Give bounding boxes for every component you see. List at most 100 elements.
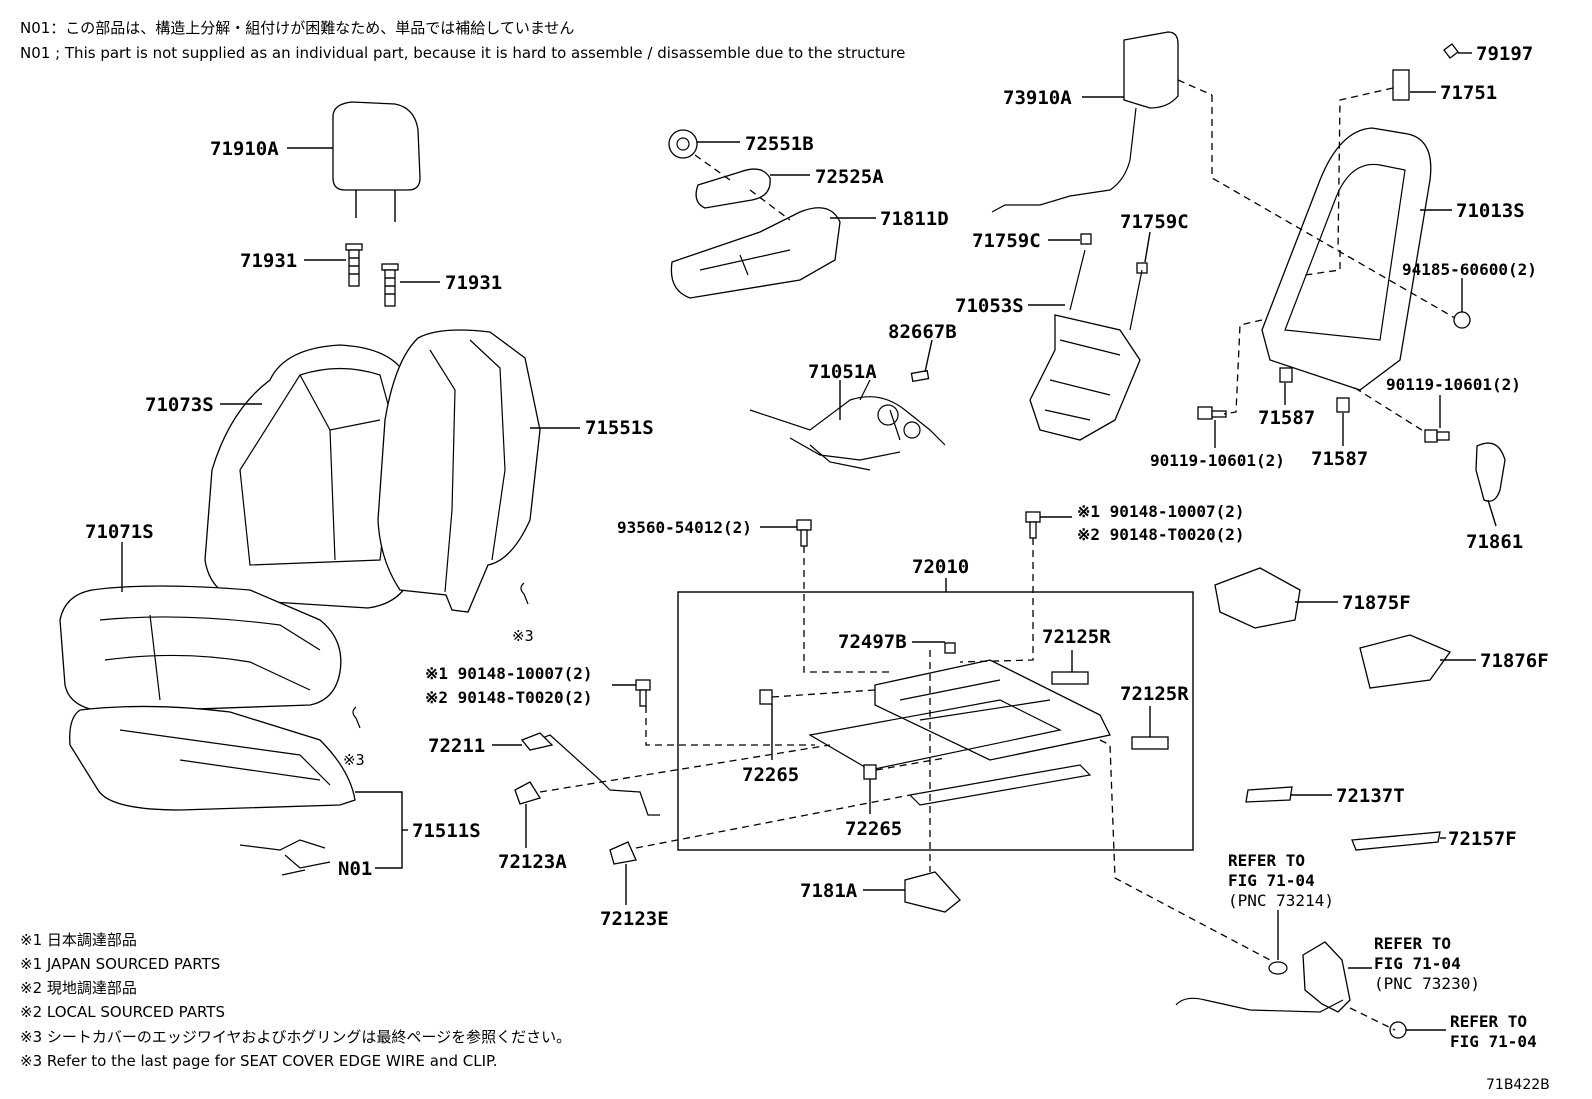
label-72125r-a: 72125R <box>1042 626 1111 648</box>
label-94185: 94185-60600(2) <box>1402 260 1537 279</box>
label-71051a: 71051A <box>808 361 877 383</box>
label-71071s: 71071S <box>85 521 154 543</box>
label-72157f: 72157F <box>1448 828 1517 850</box>
label-72551b: 72551B <box>745 133 814 155</box>
leader-lines <box>121 52 1497 1031</box>
label-72211: 72211 <box>428 735 485 757</box>
label-n01: N01 <box>338 858 372 880</box>
label-71053s: 71053S <box>955 295 1024 317</box>
label-72010: 72010 <box>912 556 969 578</box>
label-71811d: 71811D <box>880 208 949 230</box>
assembly-dashed-lines <box>539 79 1456 1031</box>
refer-2-line-1: REFER TO <box>1374 934 1451 953</box>
label-71910a: 71910A <box>210 138 279 160</box>
legend-line-1: ※1 日本調達部品 <box>20 931 137 949</box>
refer-2-line-3: (PNC 73230) <box>1374 974 1480 993</box>
headrest-drawing <box>332 101 421 222</box>
legend-line-5: ※3 シートカバーのエッジワイヤおよびホグリングは最終ページを参照ください。 <box>20 1028 572 1046</box>
airbag-73910a-drawing <box>991 31 1179 213</box>
label-71875f: 71875F <box>1342 592 1411 614</box>
note-n01-english: N01 ; This part is not supplied as an in… <box>20 44 906 62</box>
bracket-71751-drawing <box>1392 69 1410 101</box>
label-71587-b: 71587 <box>1311 448 1368 470</box>
label-71587-a: 71587 <box>1258 407 1315 429</box>
legend-line-2: ※1 JAPAN SOURCED PARTS <box>20 955 221 973</box>
label-72265-a: 72265 <box>742 764 799 786</box>
label-71861: 71861 <box>1466 531 1523 553</box>
label-71876f: 71876F <box>1480 650 1549 672</box>
label-72125r-b: 72125R <box>1120 683 1189 705</box>
refer-3-line-2: FIG 71-04 <box>1450 1032 1537 1051</box>
clip-mark-a <box>520 582 529 605</box>
cover-71875f-drawing <box>1214 567 1301 629</box>
label-79197: 79197 <box>1476 43 1533 65</box>
refer-1-line-1: REFER TO <box>1228 851 1305 870</box>
clip-mark-b <box>352 706 361 729</box>
note-n01-japanese: N01：この部品は、構造上分解・組付けが困難なため、単品では補給していません <box>20 19 575 37</box>
clip-note-a: ※3 <box>512 627 534 645</box>
harness-71051a-drawing <box>749 379 946 471</box>
label-90119-a: 90119-10601(2) <box>1386 375 1521 394</box>
clip-72123e-drawing <box>609 841 637 865</box>
harness-n01-drawing <box>239 839 331 876</box>
label-71759c-b: 71759C <box>1120 211 1189 233</box>
label-71751: 71751 <box>1440 82 1497 104</box>
label-72525a: 72525A <box>815 166 884 188</box>
track-assembly-box <box>677 591 1194 851</box>
label-71931-a: 71931 <box>240 250 297 272</box>
label-90119-b: 90119-10601(2) <box>1150 451 1285 470</box>
label-82667b: 82667B <box>888 321 957 343</box>
part-labels: 71910A 71931 71931 71073S 71551S 71071S … <box>85 43 1549 1051</box>
bolt-71931-drawing <box>345 243 399 307</box>
label-90148-left-1: ※1 90148-10007(2) <box>425 664 593 683</box>
label-71073s: 71073S <box>145 394 214 416</box>
clips-71759c-drawing <box>1080 233 1148 274</box>
refer-1-line-3: (PNC 73214) <box>1228 891 1334 910</box>
label-71551s: 71551S <box>585 417 654 439</box>
belt-buckle-drawing <box>1175 941 1407 1039</box>
lever-72525a-drawing <box>695 168 771 209</box>
label-71759c-a: 71759C <box>972 230 1041 252</box>
clip-82667b-drawing <box>910 369 930 383</box>
seatback-pad-drawing <box>377 329 541 613</box>
legend-line-3: ※2 現地調達部品 <box>20 979 137 997</box>
rod-72211-end <box>520 732 554 751</box>
legend-line-4: ※2 LOCAL SOURCED PARTS <box>20 1003 225 1021</box>
label-71511s: 71511S <box>412 820 481 842</box>
label-71013s: 71013S <box>1456 200 1525 222</box>
rod-72211-drawing <box>524 734 660 816</box>
cover-7181a-drawing <box>904 871 961 913</box>
label-72137t: 72137T <box>1336 785 1405 807</box>
label-7181a: 7181A <box>800 880 858 902</box>
seat-cushion-pad-drawing <box>69 705 356 811</box>
clip-72123a-drawing <box>514 781 542 805</box>
refer-3-line-1: REFER TO <box>1450 1012 1527 1031</box>
cover-72137t-drawing <box>1245 786 1293 803</box>
label-73910a: 73910A <box>1003 87 1072 109</box>
cover-71861-drawing <box>1475 442 1506 502</box>
label-90148-top-2: ※2 90148-T0020(2) <box>1077 525 1245 544</box>
knob-72551b-drawing <box>668 129 698 159</box>
clip-note-b: ※3 <box>343 751 365 769</box>
label-72123a: 72123A <box>498 851 567 873</box>
clip-79197-drawing <box>1443 43 1459 59</box>
label-90148-left-2: ※2 90148-T0020(2) <box>425 688 593 707</box>
label-72265-b: 72265 <box>845 818 902 840</box>
refer-1-line-2: FIG 71-04 <box>1228 871 1315 890</box>
frame-71053s-drawing <box>1029 249 1143 441</box>
cover-71876f-drawing <box>1359 634 1451 689</box>
seat-track-drawing <box>759 642 1169 806</box>
seatback-frame-drawing <box>1261 127 1432 391</box>
label-93560: 93560-54012(2) <box>617 518 752 537</box>
label-72497b: 72497B <box>838 631 907 653</box>
nuts-and-bolts-drawing <box>1197 311 1471 443</box>
label-90148-top-1: ※1 90148-10007(2) <box>1077 502 1245 521</box>
label-72123e: 72123E <box>600 908 669 930</box>
shield-71811d-drawing <box>670 207 841 299</box>
label-71931-b: 71931 <box>445 272 502 294</box>
refer-2-line-2: FIG 71-04 <box>1374 954 1461 973</box>
seat-cushion-cover-drawing <box>59 585 342 713</box>
figure-code: 71B422B <box>1486 1077 1550 1093</box>
legend-line-6: ※3 Refer to the last page for SEAT COVER… <box>20 1052 498 1070</box>
